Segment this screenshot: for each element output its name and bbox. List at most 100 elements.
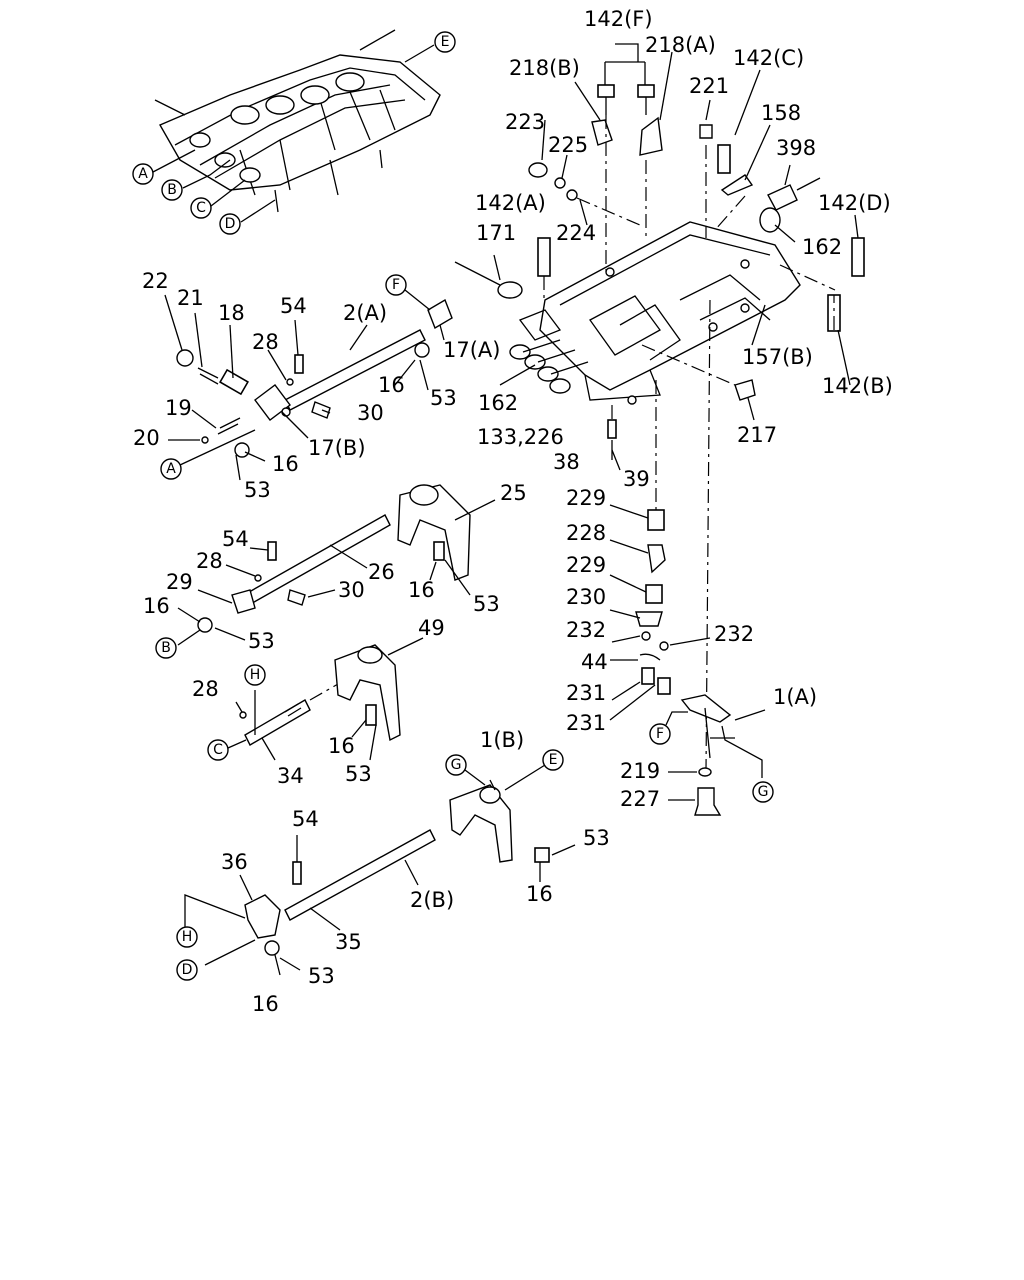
label-53-a: 53 <box>430 386 457 410</box>
label-35: 35 <box>335 930 362 954</box>
label-49: 49 <box>418 616 445 640</box>
label-227: 227 <box>620 787 660 811</box>
label-53-e: 53 <box>345 762 372 786</box>
label-21: 21 <box>177 286 204 310</box>
label-232-left: 232 <box>566 618 606 642</box>
callout-b-shaft: B <box>155 637 177 659</box>
label-228: 228 <box>566 521 606 545</box>
svg-text:H: H <box>250 667 261 683</box>
label-218a: 218(A) <box>645 33 716 57</box>
label-142c: 142(C) <box>733 46 804 70</box>
callout-g-lever: G <box>752 781 774 803</box>
label-229-a: 229 <box>566 486 606 510</box>
callout-h-bottom: H <box>176 926 198 948</box>
callout-e-top: E <box>434 31 456 53</box>
label-162-right: 162 <box>802 235 842 259</box>
label-16-f: 16 <box>526 882 553 906</box>
svg-text:H: H <box>182 929 193 945</box>
label-16-c: 16 <box>408 578 435 602</box>
label-223: 223 <box>505 110 545 134</box>
label-218b: 218(B) <box>509 56 580 80</box>
callout-d-bottom: D <box>176 959 198 981</box>
label-36: 36 <box>221 850 248 874</box>
label-1a: 1(A) <box>773 685 817 709</box>
svg-text:C: C <box>196 200 206 216</box>
label-53-f: 53 <box>583 826 610 850</box>
label-16-a: 16 <box>378 373 405 397</box>
label-28-b: 28 <box>196 549 223 573</box>
label-162-left: 162 <box>478 391 518 415</box>
label-142d: 142(D) <box>818 191 891 215</box>
callout-a-shaft: A <box>160 458 182 480</box>
label-224: 224 <box>556 221 596 245</box>
callout-c-shaft: C <box>207 739 229 761</box>
label-53-b: 53 <box>244 478 271 502</box>
svg-text:E: E <box>549 752 558 768</box>
label-16-g: 16 <box>252 992 279 1016</box>
callout-d-top: D <box>219 213 241 235</box>
svg-text:F: F <box>392 277 400 293</box>
label-26: 26 <box>368 560 395 584</box>
label-25: 25 <box>500 481 527 505</box>
shift-cover-assembly-overview <box>154 29 441 213</box>
label-16-d: 16 <box>143 594 170 618</box>
label-17b: 17(B) <box>308 436 366 460</box>
label-44: 44 <box>581 650 608 674</box>
label-53-c: 53 <box>473 592 500 616</box>
label-225: 225 <box>548 133 588 157</box>
label-2b: 2(B) <box>410 888 454 912</box>
label-22: 22 <box>142 269 169 293</box>
callout-h-shaft: H <box>244 664 266 686</box>
label-39: 39 <box>623 467 650 491</box>
callout-a-top: A <box>132 163 154 185</box>
callout-e-fork: E <box>542 749 564 771</box>
label-231-b: 231 <box>566 711 606 735</box>
label-54-c: 54 <box>292 807 319 831</box>
label-133-226: 133,226 <box>477 425 564 449</box>
svg-text:B: B <box>161 640 171 656</box>
label-16-b: 16 <box>272 452 299 476</box>
label-142b: 142(B) <box>822 374 893 398</box>
detent-plugs-162 <box>509 207 781 394</box>
callout-f-shaft: F <box>385 274 407 296</box>
svg-text:A: A <box>138 166 148 182</box>
label-30-b: 30 <box>338 578 365 602</box>
label-29: 29 <box>166 570 193 594</box>
svg-text:E: E <box>441 34 450 50</box>
label-1b: 1(B) <box>480 728 524 752</box>
label-158: 158 <box>761 101 801 125</box>
label-229-b: 229 <box>566 553 606 577</box>
label-38: 38 <box>553 450 580 474</box>
label-28-a: 28 <box>252 330 279 354</box>
label-34: 34 <box>277 764 304 788</box>
label-54-a: 54 <box>280 294 307 318</box>
svg-text:C: C <box>213 742 223 758</box>
label-232-right: 232 <box>714 622 754 646</box>
label-28-c: 28 <box>192 677 219 701</box>
callout-b-top: B <box>161 179 183 201</box>
label-231-a: 231 <box>566 681 606 705</box>
label-30-a: 30 <box>357 401 384 425</box>
label-219: 219 <box>620 759 660 783</box>
svg-text:G: G <box>451 757 462 773</box>
svg-text:D: D <box>225 216 236 232</box>
label-230: 230 <box>566 585 606 609</box>
label-16-e: 16 <box>328 734 355 758</box>
callout-f-lever: F <box>649 723 671 745</box>
callout-g-fork: G <box>445 754 467 776</box>
svg-text:G: G <box>758 784 769 800</box>
label-53-d: 53 <box>248 629 275 653</box>
top-cover-assembly <box>518 221 801 405</box>
callout-c-top: C <box>190 197 212 219</box>
svg-text:F: F <box>656 726 664 742</box>
label-142f: 142(F) <box>584 7 653 31</box>
label-19: 19 <box>165 396 192 420</box>
label-221: 221 <box>689 74 729 98</box>
svg-text:D: D <box>182 962 193 978</box>
label-54-b: 54 <box>222 527 249 551</box>
svg-text:A: A <box>166 461 176 477</box>
svg-text:B: B <box>167 182 177 198</box>
label-20: 20 <box>133 426 160 450</box>
label-142a: 142(A) <box>475 191 546 215</box>
